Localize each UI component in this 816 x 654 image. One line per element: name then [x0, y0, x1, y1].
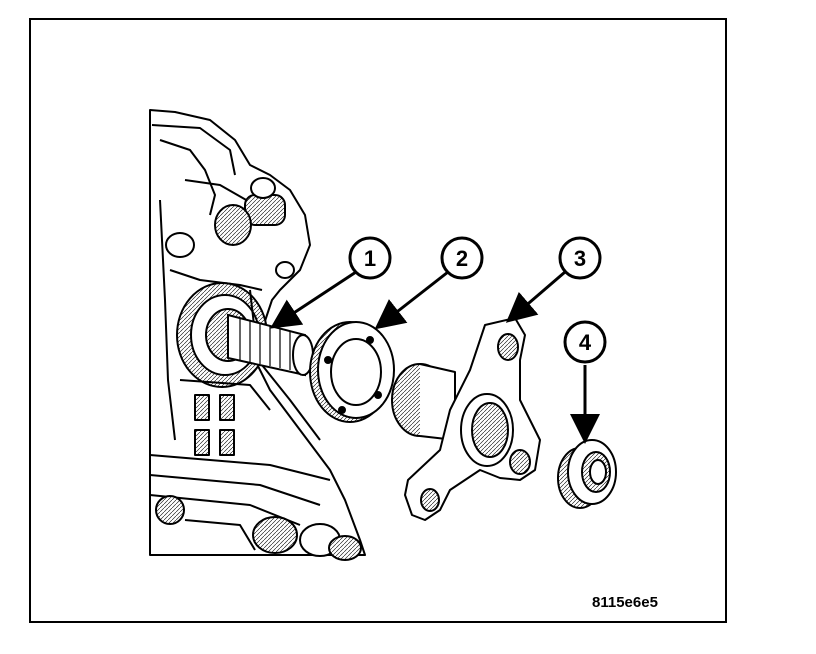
- callout-3: 3: [558, 236, 602, 280]
- callout-2: 2: [440, 236, 484, 280]
- output-shaft: [227, 313, 314, 377]
- callout-3-label: 3: [574, 246, 586, 271]
- callout-1-label: 1: [364, 246, 376, 271]
- callout-2-label: 2: [456, 246, 468, 271]
- output-flange: [391, 317, 541, 521]
- seal-ring: [309, 321, 395, 423]
- figure-id-label: 8115e6e5: [592, 594, 658, 611]
- flange-nut: [557, 439, 617, 509]
- callout-3-leader: [505, 270, 566, 323]
- callout-4: 4: [563, 320, 607, 364]
- callout-1-leader: [269, 270, 357, 329]
- callout-4-label: 4: [579, 330, 592, 355]
- callout-1: 1: [348, 236, 392, 280]
- callout-2-leader: [374, 270, 449, 330]
